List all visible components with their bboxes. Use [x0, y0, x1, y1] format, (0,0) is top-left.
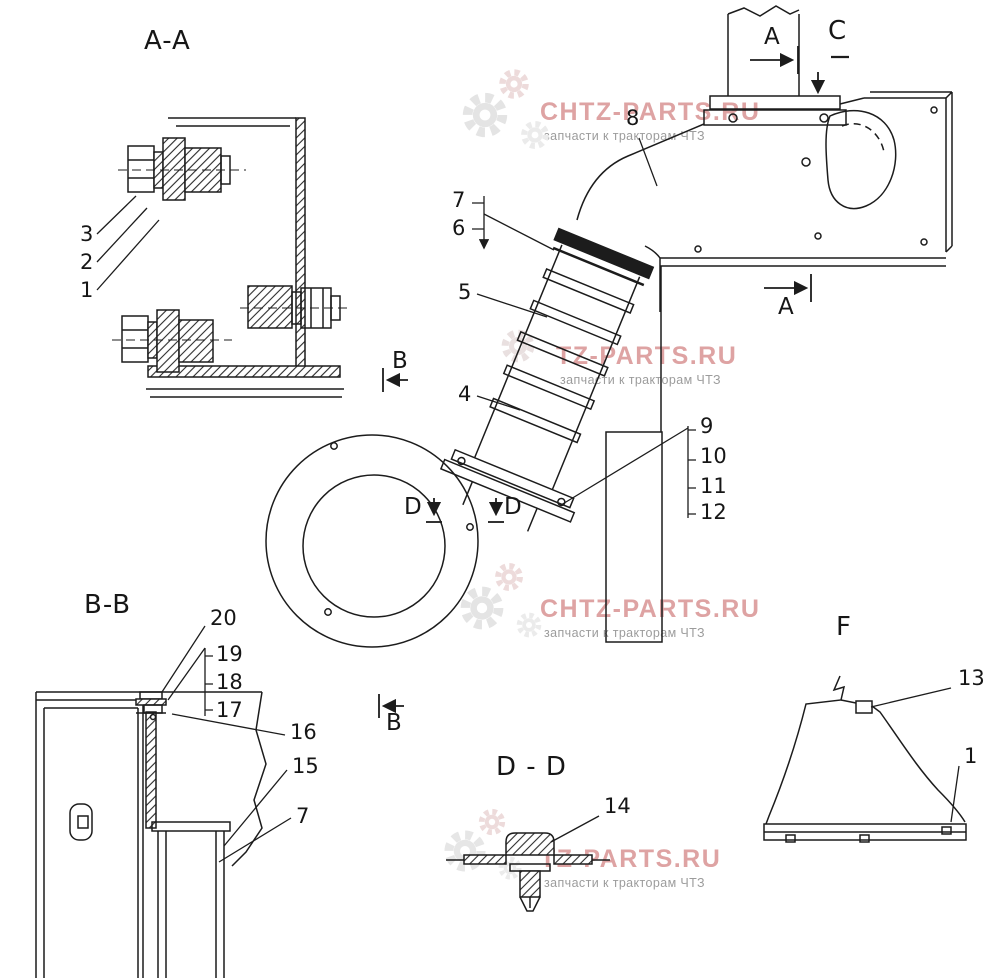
watermark-block: CHTZ-PARTS.RU запчасти к тракторам ЧТЗ — [540, 595, 760, 640]
watermark-brand: TZ-PARTS.RU — [556, 342, 738, 370]
section-aa-drawing — [112, 117, 350, 398]
callout-2: 2 — [80, 250, 94, 274]
callout-11: 11 — [700, 474, 727, 498]
callout-7: 7 — [452, 188, 466, 212]
callout-4: 4 — [458, 382, 472, 406]
section-label-b-b: B-B — [84, 590, 132, 620]
callout-5: 5 — [458, 280, 472, 304]
callout-6: 6 — [452, 216, 466, 240]
watermark-brand: CHTZ-PARTS.RU — [540, 98, 761, 126]
callout-19: 19 — [216, 642, 243, 666]
callout-12: 12 — [700, 500, 727, 524]
section-label-c: C — [828, 16, 848, 46]
watermark-block: TZ-PARTS.RU запчасти к тракторам ЧТЗ — [556, 342, 737, 387]
callout-10: 10 — [700, 444, 727, 468]
callout-18: 18 — [216, 670, 243, 694]
section-dd-drawing — [446, 832, 610, 912]
callout-16: 16 — [290, 720, 317, 744]
leader-lines — [96, 137, 960, 863]
callout-17: 17 — [216, 698, 243, 722]
callout-14: 14 — [604, 794, 631, 818]
watermark-subtitle: запчасти к тракторам ЧТЗ — [544, 876, 706, 890]
watermark-brand: CHTZ-PARTS.RU — [540, 595, 761, 623]
watermark-subtitle: запчасти к тракторам ЧТЗ — [544, 129, 706, 143]
callout-15: 15 — [292, 754, 319, 778]
callout-7-bb: 7 — [296, 804, 310, 828]
cut-letter-d-left: D — [404, 494, 422, 520]
watermark-subtitle: запчасти к тракторам ЧТЗ — [544, 626, 706, 640]
air-cleaner-body — [265, 434, 479, 648]
callout-13: 13 — [958, 666, 985, 690]
intake-hose — [439, 227, 655, 532]
watermark-subtitle: запчасти к тракторам ЧТЗ — [560, 373, 722, 387]
cut-letter-d-right: D — [504, 494, 522, 520]
watermark-block: CHTZ-PARTS.RU запчасти к тракторам ЧТЗ — [540, 98, 760, 143]
cut-letter-b-bottom: B — [386, 710, 402, 736]
cut-letter-b-top: B — [392, 348, 408, 374]
callout-3: 3 — [80, 222, 94, 246]
main-assembly-drawing — [265, 5, 953, 648]
view-arrows — [378, 46, 849, 718]
section-bb-drawing — [35, 691, 267, 978]
cut-letter-a-bottom: A — [778, 294, 794, 320]
view-f-drawing — [763, 675, 967, 843]
callout-1: 1 — [80, 278, 94, 302]
callout-9: 9 — [700, 414, 714, 438]
mounting-bracket-panel — [576, 5, 953, 432]
callout-1-f: 1 — [964, 744, 978, 768]
cut-letter-a-top: A — [764, 24, 780, 50]
callout-8: 8 — [626, 106, 640, 130]
section-label-d-d: D - D — [496, 752, 567, 782]
section-label-a-a: A-A — [144, 26, 191, 56]
callout-20: 20 — [210, 606, 237, 630]
support-bracket — [605, 431, 663, 643]
section-label-f: F — [836, 612, 852, 642]
